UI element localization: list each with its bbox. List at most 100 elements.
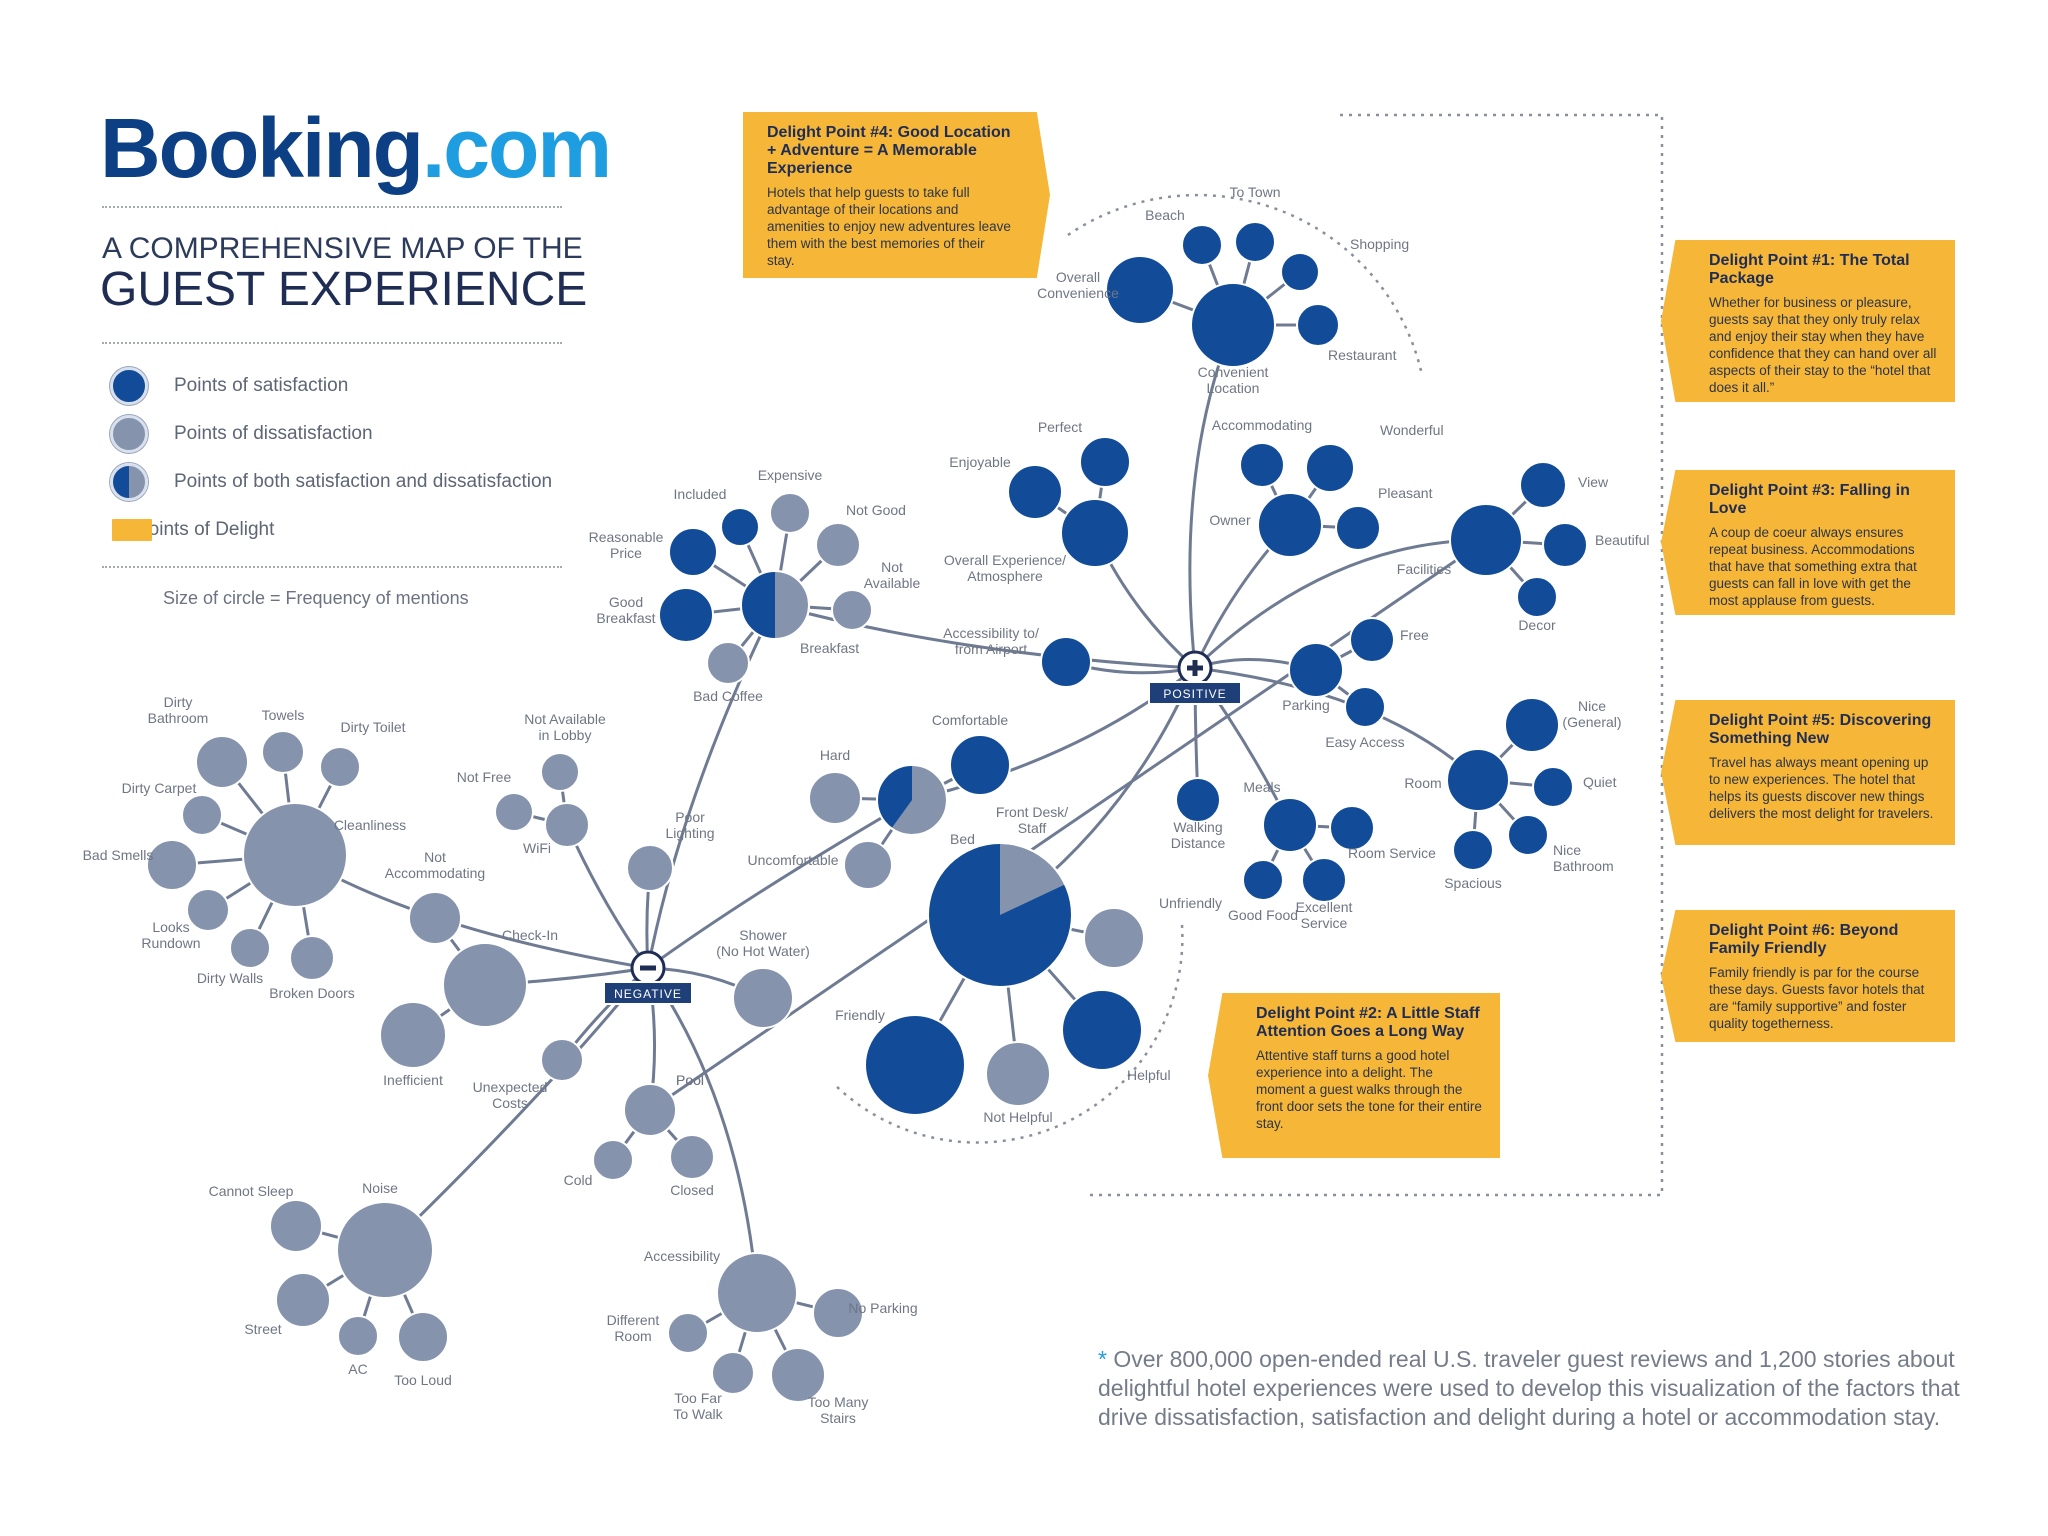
node-dirty-carpet	[181, 794, 223, 836]
node-not-accommodating	[408, 891, 462, 945]
node-label: Parking	[1282, 697, 1329, 713]
node-label: Breakfast	[800, 640, 859, 656]
node-label: Accessibility	[644, 1248, 720, 1264]
node-label: Comfortable	[932, 712, 1008, 728]
node-label: Uncomfortable	[747, 852, 838, 868]
node-reasonable-price	[668, 527, 718, 577]
node-nice-general	[1504, 697, 1560, 753]
node-poor-lighting	[626, 844, 674, 892]
node-front-desk-staff-sat-slice	[928, 843, 1072, 987]
node-label: Hard	[820, 747, 850, 763]
node-expensive	[769, 492, 811, 534]
node-excellent-service	[1301, 857, 1347, 903]
node-label: Room	[1404, 775, 1441, 791]
node-closed	[669, 1134, 715, 1180]
node-cold	[592, 1139, 634, 1181]
node-label: To Town	[1229, 184, 1280, 200]
plus-icon	[1192, 660, 1198, 676]
node-not-good	[815, 522, 861, 568]
node-label: Meals	[1243, 779, 1280, 795]
node-too-many-stairs	[770, 1347, 826, 1403]
node-label: Included	[674, 486, 727, 502]
node-label: Owner	[1209, 512, 1251, 528]
node-spacious	[1452, 829, 1494, 871]
legend-label: Points of satisfaction	[174, 375, 349, 396]
footnote: * Over 800,000 open-ended real U.S. trav…	[1098, 1345, 1978, 1432]
node-label: Easy Access	[1325, 734, 1404, 750]
node-label: Cold	[564, 1172, 593, 1188]
node-pool	[623, 1083, 677, 1137]
node-not-free	[494, 792, 534, 832]
node-label: Free	[1400, 627, 1429, 643]
node-label: Friendly	[835, 1007, 885, 1023]
node-label: AC	[348, 1361, 367, 1377]
dissatisfaction-swatch-icon	[110, 415, 148, 453]
node-label: Cannot Sleep	[209, 1183, 294, 1199]
legend-label: Points of Delight	[136, 519, 275, 540]
delight-body: Attentive staff turns a good hotel exper…	[1256, 1048, 1482, 1131]
node-label: Facilities	[1397, 561, 1451, 577]
node-included	[720, 507, 760, 547]
node-nice-bathroom	[1507, 814, 1549, 856]
node-decor	[1516, 576, 1558, 618]
node-overall-experience-atmosphere	[1060, 498, 1130, 568]
node-good-food	[1242, 859, 1284, 901]
delight-point-2: Delight Point #2: A Little Staff Attenti…	[1232, 993, 1500, 1158]
node-not-available	[831, 589, 873, 631]
booking-logo: Booking.com	[100, 100, 612, 197]
legend-item-dissatisfaction: Points of dissatisfaction	[110, 412, 373, 456]
node-bad-coffee	[706, 641, 750, 685]
mixed-swatch-icon	[110, 463, 148, 501]
delight-point-3: Delight Point #3: Falling in Love A coup…	[1685, 470, 1955, 615]
node-label: Not Helpful	[983, 1109, 1052, 1125]
node-label: Street	[244, 1321, 281, 1337]
node-street	[275, 1272, 331, 1328]
node-accommodating	[1239, 442, 1285, 488]
node-meals	[1262, 797, 1318, 853]
node-label: Bad Smells	[83, 847, 154, 863]
edge-breakfast-negative	[646, 604, 777, 969]
node-unfriendly	[1083, 907, 1145, 969]
node-label: Dirty Toilet	[340, 719, 405, 735]
node-label: Perfect	[1038, 419, 1082, 435]
node-dirty-bathroom	[195, 735, 249, 789]
node-label: Helpful	[1127, 1067, 1171, 1083]
node-overall-convenience	[1105, 255, 1175, 325]
node-beautiful	[1542, 522, 1588, 568]
node-too-loud	[397, 1311, 449, 1363]
node-not-available-in-lobby	[540, 752, 580, 792]
legend-item-satisfaction: Points of satisfaction	[110, 364, 348, 408]
node-label: Dirty Walls	[197, 970, 263, 986]
node-pleasant	[1335, 505, 1381, 551]
delight-body: A coup de coeur always ensures repeat bu…	[1709, 525, 1917, 608]
node-check-in	[442, 942, 528, 1028]
node-label: Expensive	[758, 467, 823, 483]
node-label: Dirty Carpet	[122, 780, 197, 796]
node-label: Pool	[676, 1072, 704, 1088]
node-label: Pool	[676, 1072, 704, 1088]
delight-body: Travel has always meant opening up to ne…	[1709, 755, 1934, 821]
delight-body: Whether for business or pleasure, guests…	[1709, 295, 1937, 395]
footnote-text: Over 800,000 open-ended real U.S. travel…	[1098, 1346, 1960, 1430]
node-label: Accommodating	[1212, 417, 1312, 433]
legend-label: Points of dissatisfaction	[174, 423, 373, 444]
node-looks-rundown	[186, 888, 230, 932]
node-hard	[808, 771, 862, 825]
hub-positive: POSITIVE	[1148, 650, 1242, 705]
node-label: WiFi	[523, 840, 551, 856]
node-wifi	[544, 802, 590, 848]
node-label: Beautiful	[1595, 532, 1649, 548]
positive-hub-label-box	[1148, 681, 1242, 705]
node-too-far-to-walk	[711, 1351, 755, 1395]
node-noise	[336, 1201, 434, 1299]
negative-hub-label: NEGATIVE	[614, 987, 682, 1001]
legend-item-delight: Points of Delight	[110, 508, 274, 552]
node-label: Shopping	[1350, 236, 1409, 252]
node-convenient-location	[1190, 282, 1276, 368]
node-room-service	[1329, 805, 1375, 851]
